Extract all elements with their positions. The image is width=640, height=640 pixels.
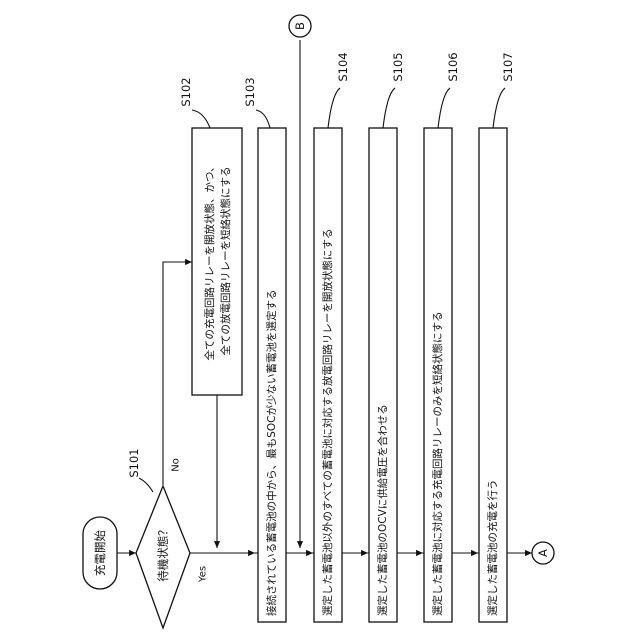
step-s103-leader	[256, 110, 270, 128]
yes-label: Yes	[198, 566, 209, 583]
connector-a-label: A	[536, 549, 550, 557]
step-s104-text: 選定した蓄電池以外のすべての蓄電池に対応する放電回路リレーを開放状態にする	[321, 229, 334, 616]
step-s106-text: 選定した蓄電池に対応する充電回路リレーのみを短絡状態にする	[431, 311, 444, 616]
step-s102-box	[192, 128, 242, 395]
step-s102-line2: 全ての放電回路リレーを短絡状態にする	[219, 166, 232, 355]
step-s107-text: 選定した蓄電池の充電を行う	[486, 480, 499, 617]
step-s102-leader	[192, 110, 210, 128]
start-label: 充電開始	[93, 530, 107, 576]
connector-b-label: B	[293, 22, 307, 30]
step-s102-id: S102	[179, 77, 193, 106]
step-s107-id: S107	[501, 52, 515, 81]
step-s103-text: 接続されている蓄電池の中から、最もSOCが少ない蓄電池を選定する	[265, 290, 278, 616]
step-s105-leader	[383, 88, 395, 128]
step-s106-leader	[438, 88, 450, 128]
decision-label: 待機状態？	[156, 524, 170, 582]
step-s106-id: S106	[446, 52, 460, 81]
decision-step-id: S101	[127, 448, 141, 477]
step-s102-line1: 全ての充電回路リレーを開放状態、かつ、	[203, 161, 216, 360]
step-s107-leader	[493, 88, 505, 128]
step-s103-id: S103	[243, 77, 257, 106]
step-s105-text: 選定した蓄電池のOCVに供給電圧を合わせる	[376, 404, 389, 616]
no-branch-line	[163, 262, 184, 485]
step-s104-leader	[328, 88, 340, 128]
decision-step-id-leader	[139, 478, 153, 492]
no-label: No	[171, 458, 182, 472]
step-s104-id: S104	[336, 52, 350, 81]
step-s105-id: S105	[391, 52, 405, 81]
